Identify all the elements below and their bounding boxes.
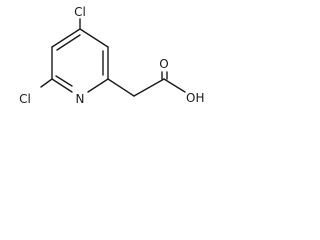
atom-labels: Cl Cl N O OH <box>19 5 204 106</box>
bond-c-oh <box>163 78 186 93</box>
bond-c5-c4-inner <box>56 34 81 51</box>
bond-ch2-cooh <box>133 78 165 97</box>
bond-c6-cl <box>40 78 53 88</box>
oxygen-carbonyl-label: O <box>159 57 168 71</box>
nitrogen-label: N <box>76 92 85 106</box>
bond-c5-c4 <box>51 28 81 48</box>
bonds <box>40 18 186 97</box>
bond-n-c6-inner <box>55 75 73 87</box>
bond-c2-ch2 <box>107 78 135 97</box>
bond-c2-n <box>87 78 109 93</box>
hydroxyl-label: OH <box>186 91 204 105</box>
bond-c4-c3 <box>79 28 109 48</box>
bond-n-c6 <box>51 78 73 93</box>
chlorine-top-label: Cl <box>74 5 86 19</box>
molecule-structure: Cl Cl N O OH <box>19 5 204 106</box>
chlorine-left-label: Cl <box>19 92 31 106</box>
